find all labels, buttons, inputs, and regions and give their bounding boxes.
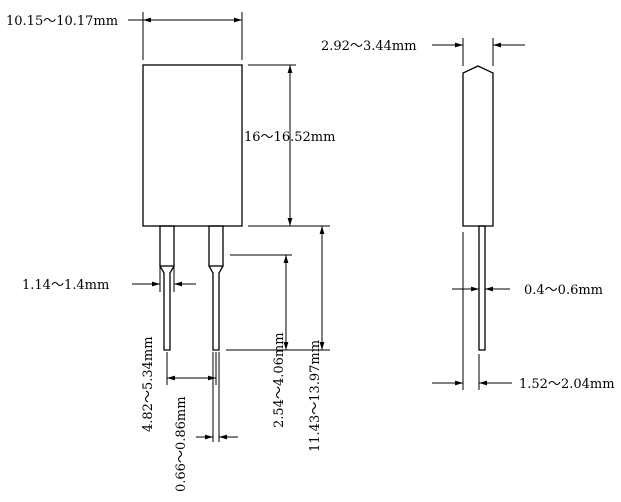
- component-body-side: [462, 65, 494, 227]
- label-lead-short-length: 2.54～4.06mm: [272, 332, 287, 428]
- lead-right-upper: [208, 225, 224, 267]
- lead-left-lower: [159, 265, 175, 351]
- label-lead-width: 1.14～1.4mm: [22, 278, 109, 293]
- label-lead-total-length: 11.43～13.97mm: [308, 340, 323, 452]
- label-lead-thickness: 0.4～0.6mm: [524, 283, 603, 298]
- label-side-total-thickness: 1.52～2.04mm: [519, 377, 615, 392]
- lead-side: [478, 225, 486, 351]
- label-body-thickness: 2.92～3.44mm: [321, 39, 417, 54]
- lead-right-lower: [208, 265, 224, 351]
- label-pin-pitch: 4.82～5.34mm: [141, 336, 156, 432]
- lead-left-upper: [159, 225, 175, 267]
- label-body-width: 10.15～10.17mm: [6, 14, 118, 29]
- component-body-front: [142, 64, 243, 227]
- label-body-height: 16～16.52mm: [244, 130, 335, 145]
- label-lead-tip-width: 0.66～0.86mm: [174, 396, 189, 492]
